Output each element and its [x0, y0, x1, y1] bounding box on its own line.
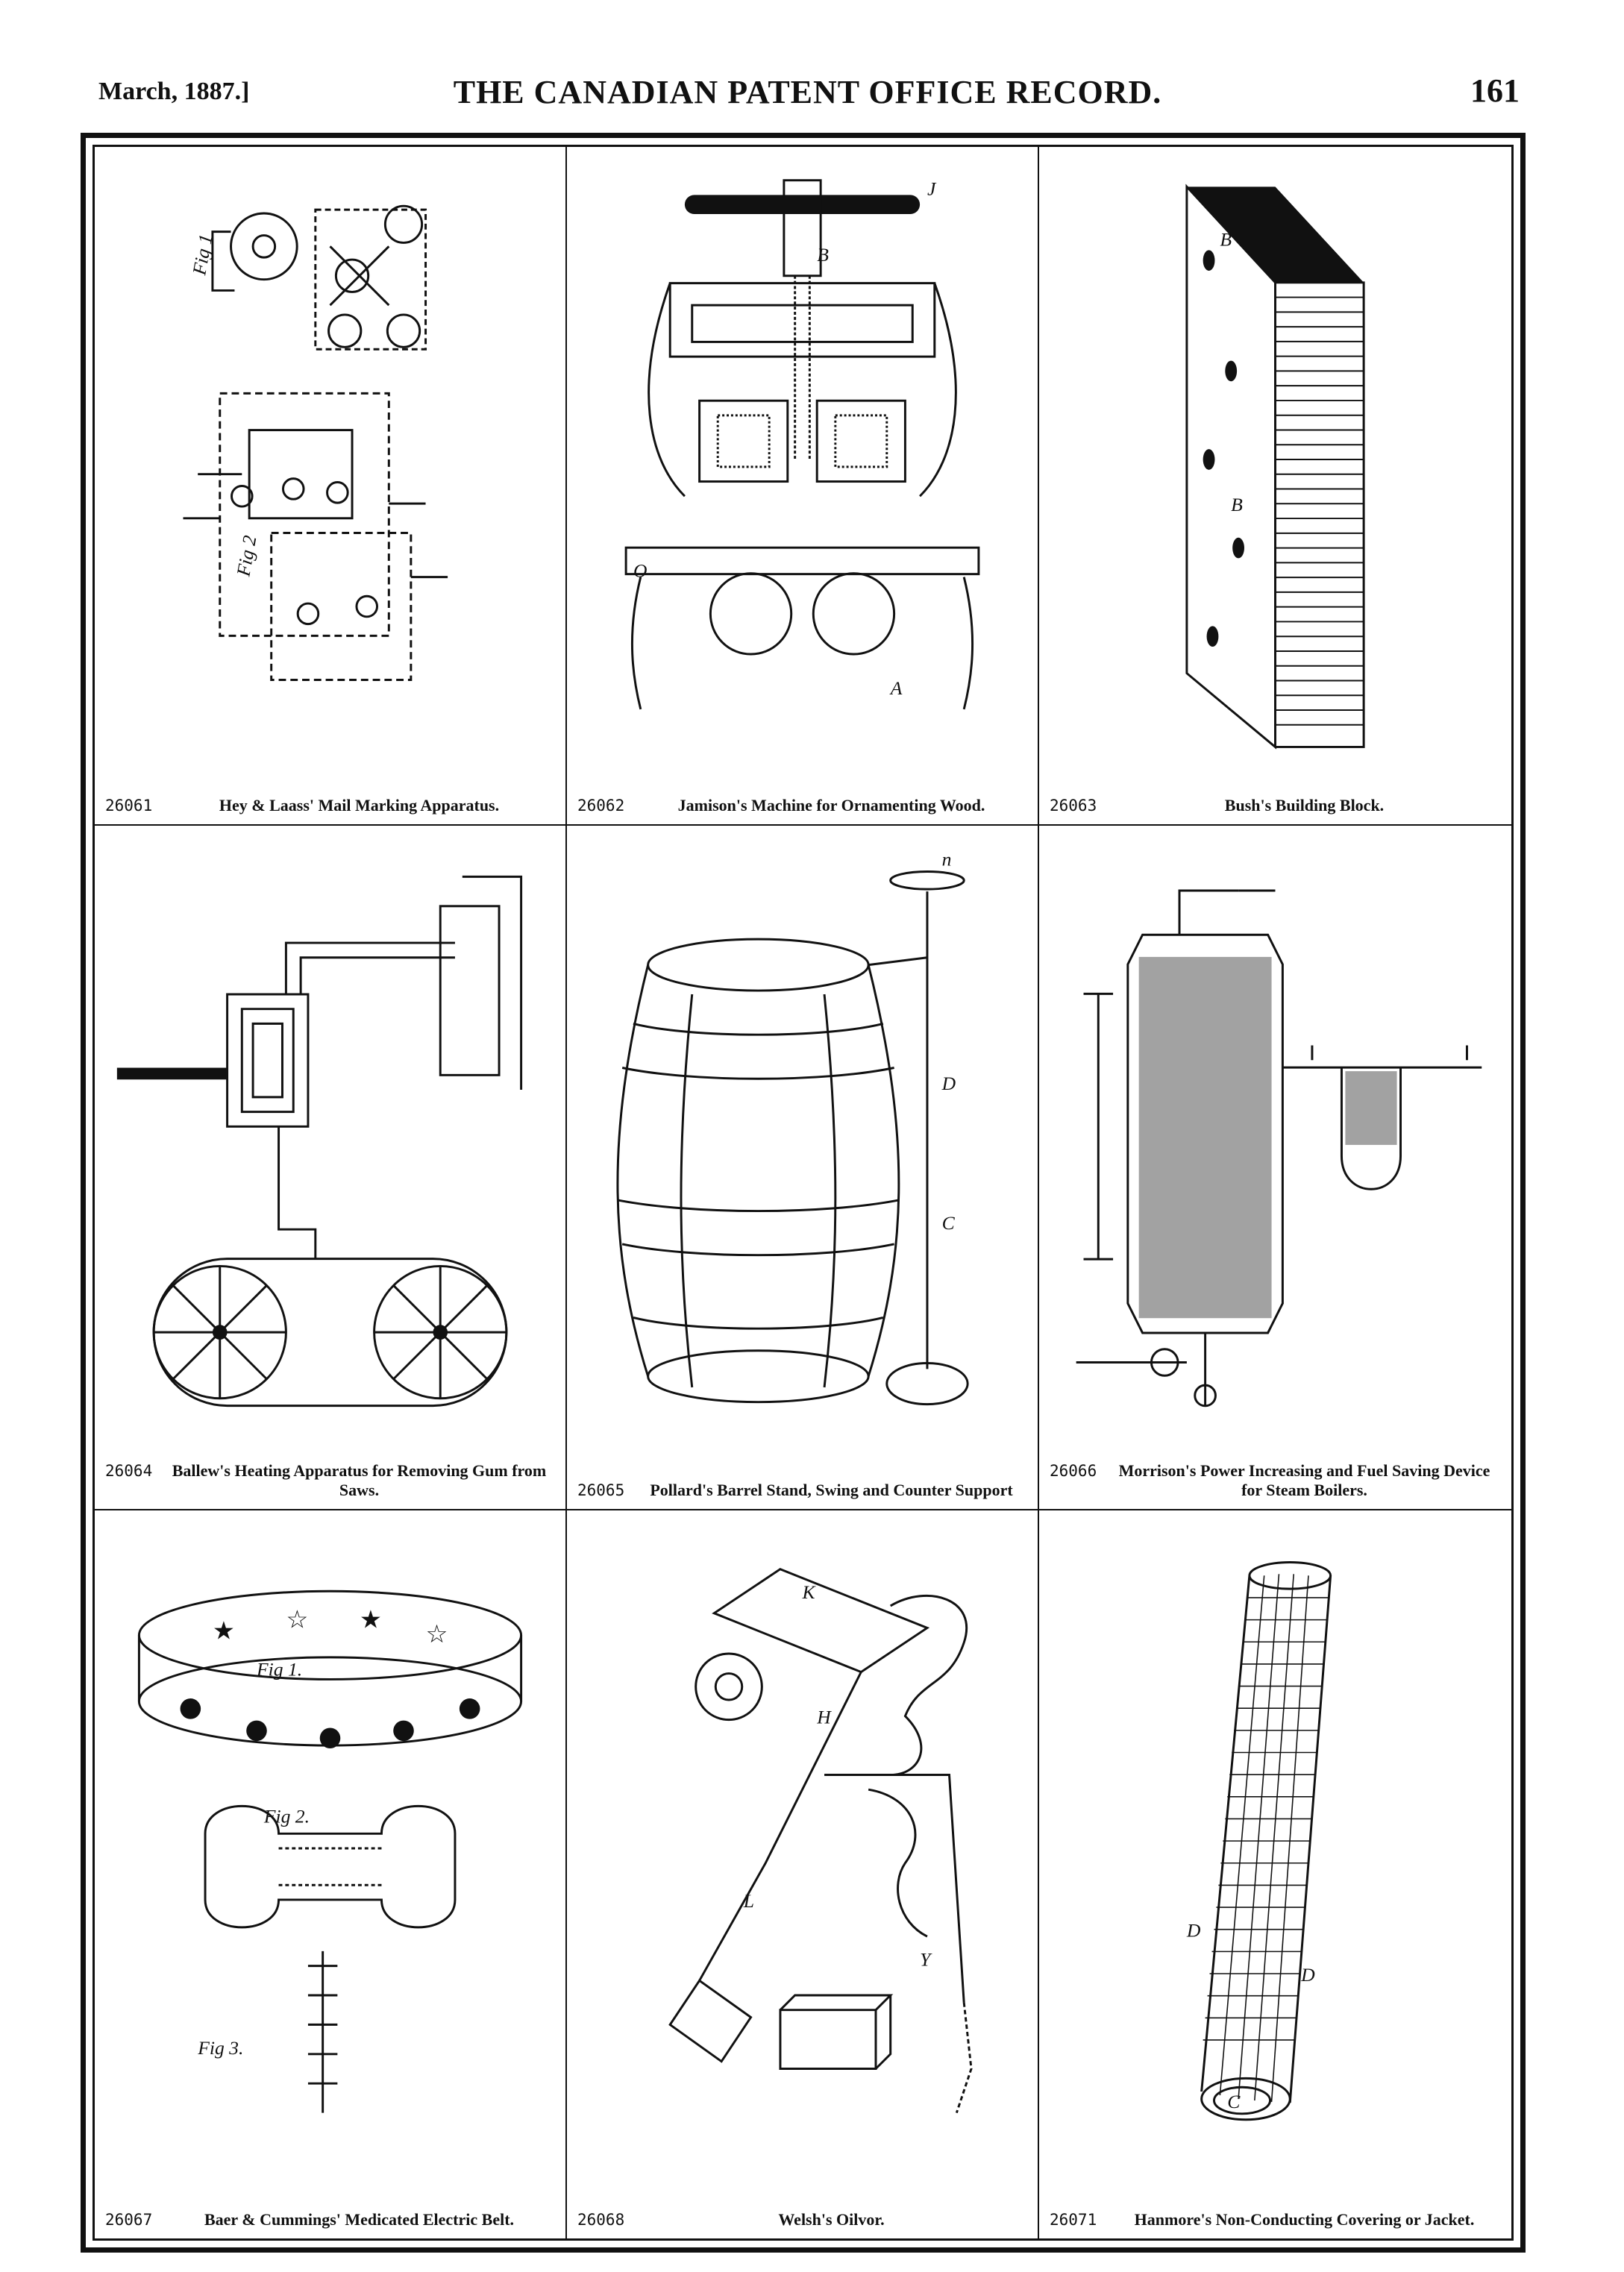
- svg-text:B: B: [1231, 494, 1243, 515]
- saw-heating-apparatus-drawing: [110, 841, 551, 1442]
- patent-title: Bush's Building Block.: [1224, 796, 1385, 815]
- patent-number: 26066: [1050, 1462, 1097, 1480]
- patent-caption: 26063 Bush's Building Block.: [1050, 796, 1501, 815]
- building-block-drawing: B B: [1054, 162, 1496, 757]
- patent-caption: 26065 Pollard's Barrel Stand, Swing and …: [577, 1481, 1027, 1500]
- patent-cell: D D C 26071 Hanmore's Non-Conducting Cov…: [1039, 1510, 1511, 2238]
- oiler-mechanism-drawing: K H L Y: [582, 1525, 1023, 2171]
- svg-text:C: C: [942, 1212, 956, 1234]
- publication-title: THE CANADIAN PATENT OFFICE RECORD.: [453, 74, 1162, 110]
- patent-cell: J B O A 26062 Jamison's Machine for Orna…: [567, 147, 1039, 826]
- issue-date: March, 1887.]: [98, 78, 250, 105]
- patent-caption: 26067 Baer & Cummings' Medicated Electri…: [105, 2210, 555, 2229]
- steam-boiler-device-drawing: [1054, 841, 1496, 1442]
- svg-text:H: H: [816, 1707, 832, 1728]
- mail-marking-apparatus-drawing: Fig 1 Fig 2: [110, 162, 551, 757]
- patent-caption: 26071 Hanmore's Non-Conducting Covering …: [1050, 2210, 1501, 2229]
- patent-number: 26064: [105, 1462, 153, 1480]
- patent-title: Jamison's Machine for Ornamenting Wood.: [677, 796, 985, 815]
- patent-number: 26062: [577, 797, 625, 815]
- patent-cell: 26066 Morrison's Power Increasing and Fu…: [1039, 826, 1511, 1510]
- patent-cell: ★ ☆ ★ ☆ Fig 1. Fig 2. Fig 3.: [95, 1510, 567, 2238]
- patent-number: 26067: [105, 2211, 153, 2229]
- svg-text:K: K: [802, 1581, 817, 1603]
- svg-text:D: D: [1186, 1920, 1201, 1942]
- patent-cell: Fig 1 Fig 2 26061 Hey & Laass' Mail Mark…: [95, 147, 567, 826]
- svg-text:☆: ☆: [426, 1621, 448, 1648]
- patent-cell: 26064 Ballew's Heating Apparatus for Rem…: [95, 826, 567, 1510]
- patent-number: 26061: [105, 797, 153, 815]
- patent-caption: 26068 Welsh's Oilvor.: [577, 2210, 1027, 2229]
- figure-frame: Fig 1 Fig 2 26061 Hey & Laass' Mail Mark…: [81, 133, 1526, 2253]
- patent-title: Morrison's Power Increasing and Fuel Sav…: [1118, 1461, 1490, 1499]
- patent-number: 26068: [577, 2211, 625, 2229]
- patent-title: Hey & Laass' Mail Marking Apparatus.: [219, 796, 500, 815]
- svg-text:☆: ☆: [286, 1607, 308, 1634]
- svg-text:B: B: [817, 244, 829, 266]
- svg-text:J: J: [927, 178, 937, 199]
- svg-text:B: B: [1220, 228, 1232, 250]
- wood-ornamenting-machine-drawing: J B O A: [582, 162, 1023, 757]
- patent-title: Baer & Cummings' Medicated Electric Belt…: [204, 2210, 515, 2229]
- electric-belt-drawing: ★ ☆ ★ ☆ Fig 1. Fig 2. Fig 3.: [110, 1525, 551, 2171]
- patent-cell: n D C 26065 Pollard's Barrel Stand, Swin…: [567, 826, 1039, 1510]
- patent-number: 26063: [1050, 797, 1097, 815]
- svg-text:Y: Y: [920, 1949, 932, 1971]
- patent-title: Hanmore's Non-Conducting Covering or Jac…: [1134, 2210, 1475, 2229]
- patent-caption: 26064 Ballew's Heating Apparatus for Rem…: [105, 1461, 555, 1500]
- patent-caption: 26066 Morrison's Power Increasing and Fu…: [1050, 1461, 1501, 1500]
- patent-cell: B B 26063 Bush's Building Block.: [1039, 147, 1511, 826]
- svg-text:Fig 2: Fig 2: [232, 533, 260, 578]
- barrel-stand-drawing: n D C: [582, 841, 1023, 1442]
- page-number: 161: [1470, 72, 1520, 109]
- patent-caption: 26061 Hey & Laass' Mail Marking Apparatu…: [105, 796, 555, 815]
- patent-title: Ballew's Heating Apparatus for Removing …: [172, 1461, 547, 1499]
- patent-grid: Fig 1 Fig 2 26061 Hey & Laass' Mail Mark…: [93, 145, 1514, 2241]
- patent-cell: K H L Y 26068 Welsh's Oilvor.: [567, 1510, 1039, 2238]
- svg-text:L: L: [743, 1890, 754, 1912]
- patent-number: 26065: [577, 1481, 625, 1499]
- svg-text:A: A: [889, 677, 903, 699]
- svg-text:O: O: [633, 560, 648, 582]
- page-header: March, 1887.] THE CANADIAN PATENT OFFICE…: [90, 69, 1526, 121]
- svg-text:★: ★: [213, 1617, 235, 1645]
- patent-title: Pollard's Barrel Stand, Swing and Counte…: [650, 1481, 1013, 1499]
- svg-text:n: n: [942, 849, 952, 870]
- pipe-covering-drawing: D D C: [1054, 1525, 1496, 2171]
- patent-caption: 26062 Jamison's Machine for Ornamenting …: [577, 796, 1027, 815]
- svg-text:Fig 2.: Fig 2.: [263, 1806, 310, 1827]
- svg-text:Fig 1.: Fig 1.: [256, 1659, 302, 1681]
- patent-title: Welsh's Oilvor.: [778, 2210, 885, 2229]
- patent-number: 26071: [1050, 2211, 1097, 2229]
- svg-text:★: ★: [360, 1607, 382, 1634]
- svg-text:C: C: [1227, 2091, 1241, 2112]
- svg-text:D: D: [941, 1073, 956, 1094]
- svg-text:Fig 3.: Fig 3.: [197, 2037, 243, 2059]
- svg-text:D: D: [1300, 1964, 1315, 1986]
